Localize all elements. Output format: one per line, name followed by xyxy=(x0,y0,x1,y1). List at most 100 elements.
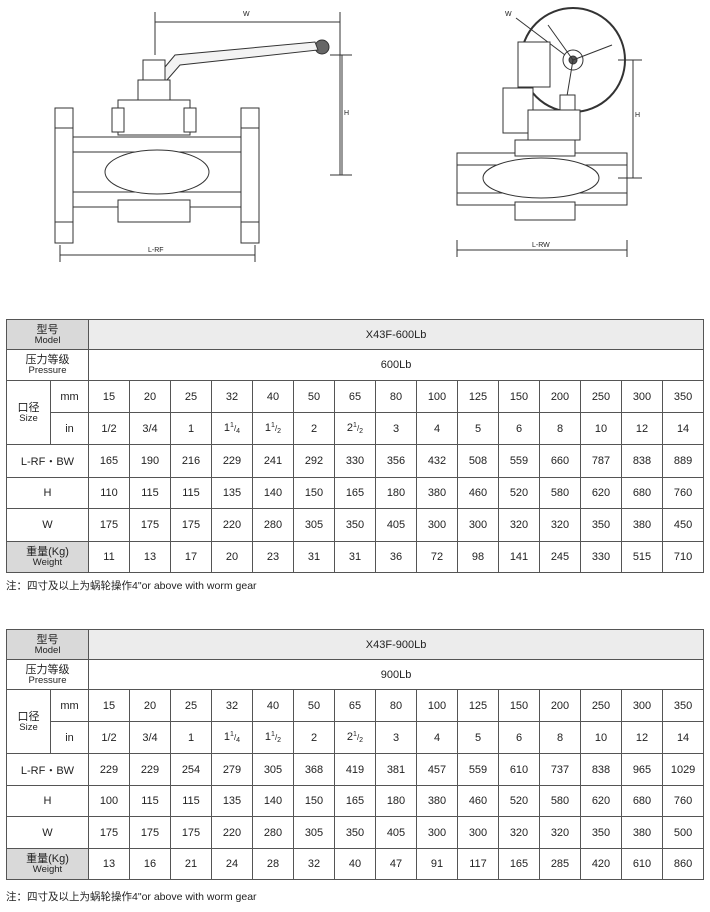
value-cell: 40 xyxy=(334,848,376,880)
value-cell: 330 xyxy=(580,541,622,573)
size-mm-cell: 125 xyxy=(457,380,499,413)
value-cell: 368 xyxy=(293,753,335,786)
table-note: 注：四寸及以上为蜗轮操作4"or above with worm gear xyxy=(6,580,257,592)
size-in-cell: 12 xyxy=(621,412,663,445)
value-cell: 292 xyxy=(293,444,335,478)
row-label: L-RF・BW xyxy=(6,444,89,478)
pressure-value: 600Lb xyxy=(87,349,705,381)
size-in-cell: 8 xyxy=(539,412,581,445)
row-label: 重量(Kg)Weight xyxy=(6,541,89,573)
value-cell: 350 xyxy=(334,508,376,542)
model-value: X43F-900Lb xyxy=(87,629,705,660)
value-cell: 737 xyxy=(539,753,581,786)
value-cell: 72 xyxy=(416,541,458,573)
size-in-cell: 1/2 xyxy=(88,412,130,445)
row-label: H xyxy=(6,785,89,817)
size-in-cell: 10 xyxy=(580,721,622,754)
value-cell: 610 xyxy=(498,753,540,786)
size-in-cell: 4 xyxy=(416,412,458,445)
value-cell: 405 xyxy=(375,508,417,542)
value-cell: 420 xyxy=(580,848,622,880)
size-mm-cell: 80 xyxy=(375,380,417,413)
value-cell: 380 xyxy=(416,785,458,817)
value-cell: 787 xyxy=(580,444,622,478)
size-in-fraction-cell: 21/2 xyxy=(334,412,376,445)
size-mm-cell: 65 xyxy=(334,380,376,413)
size-mm-cell: 250 xyxy=(580,689,622,722)
value-cell: 350 xyxy=(580,816,622,849)
left-h-label: H xyxy=(344,110,349,117)
value-cell: 165 xyxy=(334,477,376,509)
value-cell: 460 xyxy=(457,785,499,817)
size-in-cell: 3/4 xyxy=(129,721,171,754)
value-cell: 135 xyxy=(211,785,253,817)
unit-mm: mm xyxy=(50,689,89,722)
size-in-cell: 3 xyxy=(375,721,417,754)
value-cell: 680 xyxy=(621,785,663,817)
value-cell: 17 xyxy=(170,541,212,573)
value-cell: 175 xyxy=(170,816,212,849)
size-mm-cell: 20 xyxy=(129,689,171,722)
value-cell: 305 xyxy=(293,508,335,542)
value-cell: 450 xyxy=(661,508,705,542)
size-mm-cell: 350 xyxy=(661,689,705,722)
size-in-cell: 3 xyxy=(375,412,417,445)
value-cell: 356 xyxy=(375,444,417,478)
size-mm-cell: 32 xyxy=(211,380,253,413)
size-mm-cell: 40 xyxy=(252,689,294,722)
size-in-cell: 4 xyxy=(416,721,458,754)
value-cell: 320 xyxy=(498,816,540,849)
size-mm-cell: 50 xyxy=(293,689,335,722)
row-label: 重量(Kg)Weight xyxy=(6,848,89,880)
value-cell: 285 xyxy=(539,848,581,880)
size-in-cell: 6 xyxy=(498,721,540,754)
value-cell: 150 xyxy=(293,785,335,817)
size-mm-cell: 350 xyxy=(661,380,705,413)
size-mm-cell: 100 xyxy=(416,689,458,722)
value-cell: 280 xyxy=(252,508,294,542)
row-label: L-RF・BW xyxy=(6,753,89,786)
value-cell: 21 xyxy=(170,848,212,880)
right-h-label: H xyxy=(635,112,640,119)
value-cell: 330 xyxy=(334,444,376,478)
size-mm-cell: 20 xyxy=(129,380,171,413)
size-in-fraction-cell: 11/2 xyxy=(252,412,294,445)
value-cell: 24 xyxy=(211,848,253,880)
size-mm-cell: 300 xyxy=(621,380,663,413)
size-mm-cell: 15 xyxy=(88,380,130,413)
size-in-fraction-cell: 11/2 xyxy=(252,721,294,754)
size-in-cell: 5 xyxy=(457,412,499,445)
value-cell: 610 xyxy=(621,848,663,880)
value-cell: 419 xyxy=(334,753,376,786)
value-cell: 620 xyxy=(580,785,622,817)
value-cell: 141 xyxy=(498,541,540,573)
value-cell: 115 xyxy=(170,477,212,509)
value-cell: 520 xyxy=(498,785,540,817)
value-cell: 115 xyxy=(170,785,212,817)
value-cell: 31 xyxy=(334,541,376,573)
size-in-cell: 3/4 xyxy=(129,412,171,445)
value-cell: 300 xyxy=(416,508,458,542)
value-cell: 515 xyxy=(621,541,663,573)
value-cell: 660 xyxy=(539,444,581,478)
value-cell: 110 xyxy=(88,477,130,509)
unit-in: in xyxy=(50,412,89,445)
size-in-cell: 14 xyxy=(661,412,705,445)
size-mm-cell: 65 xyxy=(334,689,376,722)
value-cell: 760 xyxy=(661,785,705,817)
value-cell: 16 xyxy=(129,848,171,880)
